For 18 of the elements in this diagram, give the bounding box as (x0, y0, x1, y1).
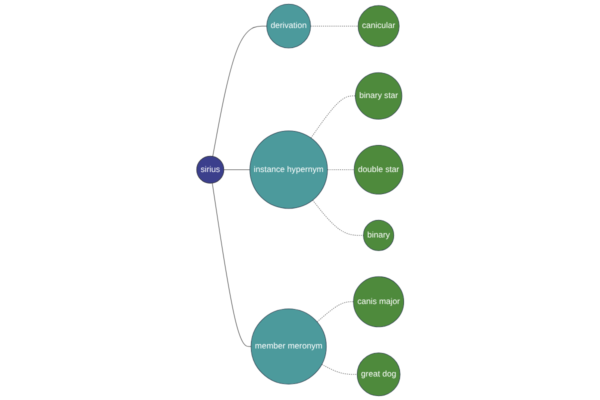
node-circle: member meronym (250, 308, 326, 384)
node-circle: instance hypernym (249, 130, 328, 209)
node-circle: sirius (196, 156, 224, 184)
connector (321, 364, 358, 375)
connector (212, 26, 267, 157)
node-circle: canis major (352, 276, 404, 328)
connector (312, 200, 364, 236)
connector (212, 182, 252, 347)
node-circle: binary star (354, 72, 402, 120)
node-circle: double star (354, 144, 404, 194)
connector (326, 169, 354, 170)
connector (223, 169, 250, 170)
node-circle: derivation (266, 4, 311, 48)
node-circle: binary (362, 220, 394, 251)
connector (316, 302, 354, 322)
connector (310, 96, 356, 138)
node-circle: canicular (358, 5, 400, 47)
node-circle: great dog (356, 352, 400, 396)
